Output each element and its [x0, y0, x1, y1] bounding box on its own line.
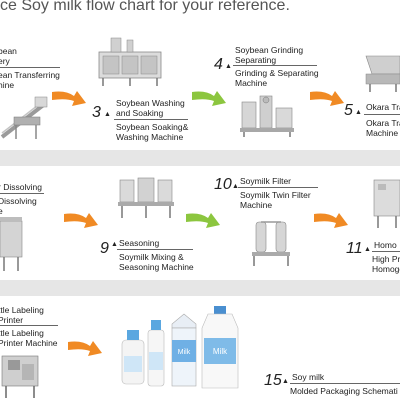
jug-label: Milk [213, 347, 228, 356]
step3-machine: Soybean Soaking& [116, 122, 189, 132]
row-divider-2 [0, 280, 400, 296]
step15-machine: Molded Packaging Schemati [290, 386, 398, 396]
step1-underline [0, 67, 60, 68]
step11-triangle-icon: ▲ [364, 246, 371, 253]
step3-underline [114, 119, 188, 120]
dissolving-machine [0, 215, 26, 273]
flow-arrow-orange-3 [62, 210, 100, 232]
flow-arrow-green-2 [184, 210, 222, 232]
step14-underline [0, 325, 58, 326]
step10-name: Soymilk Filter [240, 176, 292, 186]
step10-triangle-icon: ▲ [232, 183, 239, 190]
flow-arrow-orange-2 [308, 88, 346, 110]
step14-name: ttle Labeling [0, 305, 44, 315]
step9-name: Seasoning [119, 238, 160, 248]
bean-conveyor-machine [0, 95, 50, 140]
step4-number: 4 [214, 56, 223, 73]
carton-label: Milk [178, 349, 191, 356]
step3-name: Soybean Washing [116, 98, 185, 108]
step14-machine: ttle Labeling [0, 328, 44, 338]
step4-name: Soybean Grinding [235, 45, 304, 55]
step15-number: 15 [264, 372, 282, 389]
flow-arrow-orange-1 [50, 88, 88, 110]
okara-transfer-machine [362, 50, 400, 94]
step11-underline [372, 251, 400, 252]
step11-number: 11 [346, 240, 363, 257]
step1-name: bean [0, 46, 17, 56]
step9-number: 9 [100, 240, 109, 257]
step3-number: 3 [92, 104, 101, 121]
row-divider-1 [0, 150, 400, 166]
step10-machine2: Machine [240, 200, 273, 210]
step8-name: r Dissolving [0, 182, 42, 192]
step5-name: Okara Tra [366, 102, 400, 112]
step5-number: 5 [344, 102, 353, 119]
flow-arrow-orange-4 [312, 210, 350, 232]
step14-name2: Printer [0, 315, 24, 325]
twin-filter-machine [250, 216, 294, 268]
step8-machine: Dissolving [0, 196, 37, 206]
flow-arrow-green-1 [190, 88, 228, 110]
step5-machine2: Machine [366, 128, 399, 138]
step8-machine2: e [0, 206, 3, 216]
step10-number: 10 [214, 176, 232, 193]
step15-underline [290, 383, 400, 384]
step4-name2: Separating [235, 55, 277, 65]
step10-underline [238, 187, 318, 188]
step11-name: Homo [374, 240, 397, 250]
step5-triangle-icon: ▲ [355, 109, 362, 116]
soy-milk-products: Milk Milk [118, 296, 268, 394]
step5-machine: Okara Tra [366, 118, 400, 128]
step8-underline [0, 193, 44, 194]
mixing-seasoning-machine [116, 176, 178, 220]
step1-machine: ean Transferring [0, 70, 60, 80]
step9-machine2: Seasoning Machine [119, 262, 194, 272]
step1-name2: ery [0, 56, 10, 66]
step15-name: Soy milk [292, 372, 325, 382]
step3-triangle-icon: ▲ [104, 111, 111, 118]
homogenizer-machine [372, 174, 400, 230]
step1-machine2: hine [0, 80, 15, 90]
step14-machine2: Printer Machine [0, 338, 58, 348]
step3-machine2: Washing Machine [116, 132, 184, 142]
step4-machine2: Machine [235, 78, 268, 88]
step11-machine: High Pre [372, 254, 400, 264]
step9-underline [117, 249, 193, 250]
step4-machine: Grinding & Separating [235, 68, 319, 78]
step11-machine2: Homoge [372, 264, 400, 274]
flow-arrow-orange-5 [66, 338, 104, 360]
step9-triangle-icon: ▲ [111, 241, 118, 248]
page-title: ce Soy milk flow chart for your referenc… [0, 0, 290, 14]
step4-underline [233, 65, 317, 66]
grinding-separating-machine [238, 92, 296, 138]
step3-name2: and Soaking [116, 108, 164, 118]
step10-machine: Soymilk Twin Filter [240, 190, 311, 200]
soaking-washing-machine [97, 36, 165, 88]
labeling-printer-machine [0, 350, 44, 400]
step9-machine: Soymilk Mixing & [119, 252, 184, 262]
step5-underline [364, 114, 400, 115]
step15-triangle-icon: ▲ [282, 378, 289, 385]
step4-triangle-icon: ▲ [225, 63, 232, 70]
